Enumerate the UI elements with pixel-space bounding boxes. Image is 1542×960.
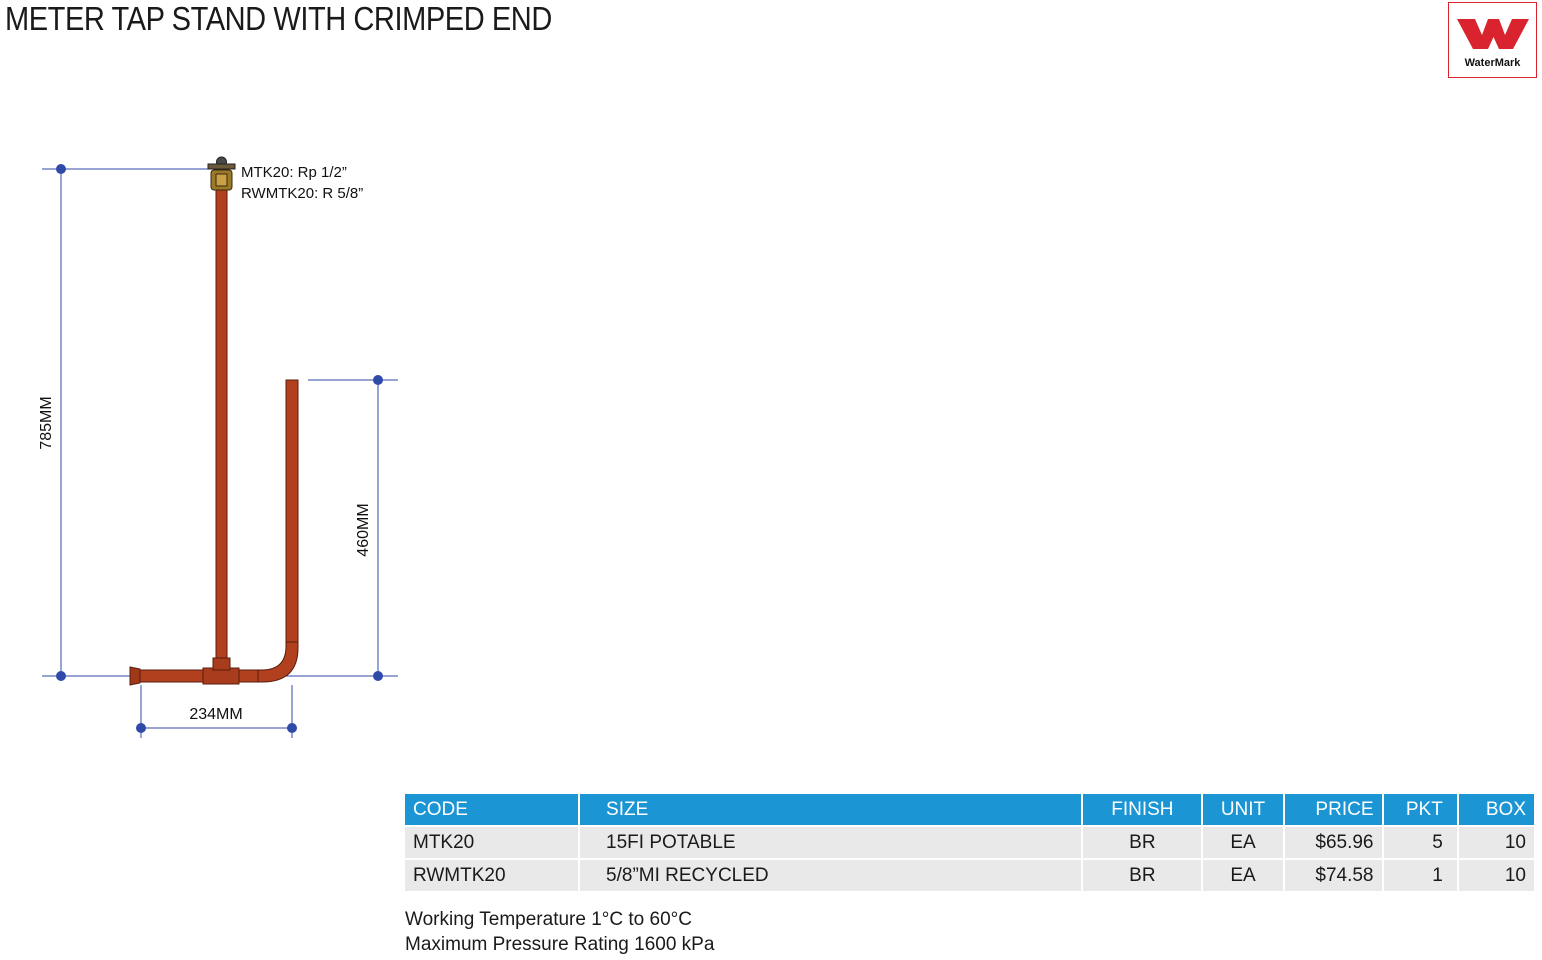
col-header-code: CODE xyxy=(405,794,579,825)
table-header-row: CODE SIZE FINISH UNIT PRICE PKT BOX xyxy=(405,794,1534,825)
cell-unit: EA xyxy=(1203,860,1283,891)
cell-finish: BR xyxy=(1083,827,1202,858)
dim-point xyxy=(136,723,146,733)
dim-point xyxy=(373,375,383,385)
col-header-pkt: PKT xyxy=(1383,794,1457,825)
dim-point xyxy=(56,164,66,174)
cell-box: 10 xyxy=(1458,827,1534,858)
cell-price: $74.58 xyxy=(1284,860,1382,891)
horizontal-pipe xyxy=(137,669,263,683)
thread-spec-rwmtk20: RWMTK20: R 5/8” xyxy=(241,185,363,202)
tee-branch xyxy=(212,657,231,671)
dim-point xyxy=(287,723,297,733)
dimension-lines xyxy=(42,168,398,738)
table-row: RWMTK20 5/8”MI RECYCLED BR EA $74.58 1 1… xyxy=(405,860,1534,891)
cell-box: 10 xyxy=(1458,860,1534,891)
copper-pipe xyxy=(129,156,299,686)
dim-label-785: 785MM xyxy=(38,396,55,449)
thread-spec-mtk20: MTK20: Rp 1/2” xyxy=(241,164,347,181)
col-header-price: PRICE xyxy=(1284,794,1382,825)
product-notes: Working Temperature 1°C to 60°C Maximum … xyxy=(405,907,714,957)
cell-code: RWMTK20 xyxy=(405,860,579,891)
dim-point xyxy=(373,671,383,681)
product-table: CODE SIZE FINISH UNIT PRICE PKT BOX MTK2… xyxy=(403,792,1536,893)
crimped-end xyxy=(129,666,141,686)
working-temperature-note: Working Temperature 1°C to 60°C xyxy=(405,909,692,930)
cell-price: $65.96 xyxy=(1284,827,1382,858)
col-header-finish: FINISH xyxy=(1083,794,1202,825)
dim-label-460: 460MM xyxy=(355,503,372,556)
dim-point xyxy=(56,671,66,681)
cell-size: 5/8”MI RECYCLED xyxy=(580,860,1082,891)
dimension-points xyxy=(56,164,383,733)
cell-code: MTK20 xyxy=(405,827,579,858)
page-title: METER TAP STAND WITH CRIMPED END xyxy=(5,0,552,37)
cell-finish: BR xyxy=(1083,860,1202,891)
watermark-logo: WaterMark xyxy=(1448,2,1537,78)
max-pressure-note: Maximum Pressure Rating 1600 kPa xyxy=(405,934,715,955)
tap-stand-diagram: 785MM 460MM 234MM MTK20: Rp 1/2” RWMTK20… xyxy=(38,156,398,738)
dim-label-234: 234MM xyxy=(189,706,242,723)
table-row: MTK20 15FI POTABLE BR EA $65.96 5 10 xyxy=(405,827,1534,858)
cell-unit: EA xyxy=(1203,827,1283,858)
col-header-size: SIZE xyxy=(580,794,1082,825)
col-header-box: BOX xyxy=(1458,794,1534,825)
cell-pkt: 5 xyxy=(1383,827,1457,858)
secondary-riser-pipe xyxy=(285,379,299,643)
cell-pkt: 1 xyxy=(1383,860,1457,891)
watermark-w-icon xyxy=(1457,19,1529,49)
main-riser-pipe xyxy=(215,187,228,671)
col-header-unit: UNIT xyxy=(1203,794,1283,825)
cell-size: 15FI POTABLE xyxy=(580,827,1082,858)
watermark-logo-text: WaterMark xyxy=(1464,57,1521,69)
